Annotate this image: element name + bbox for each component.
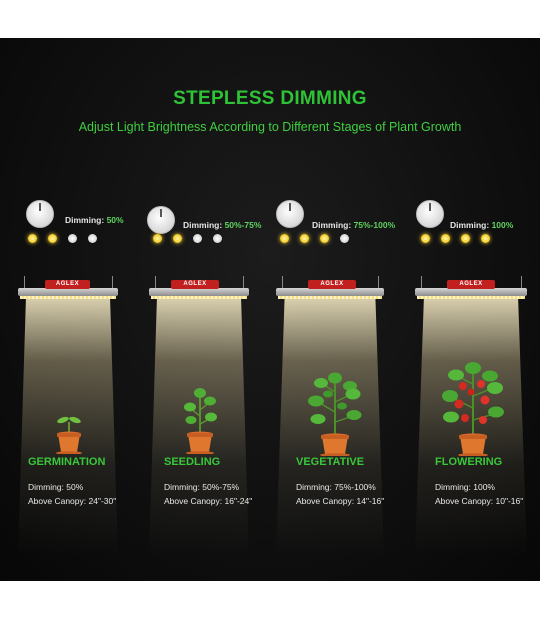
light-beam — [18, 296, 118, 556]
canopy-height-text: Above Canopy: 16"-24" — [164, 496, 253, 506]
led-on-icon — [280, 234, 289, 243]
dimming-range-text: Dimming: 50% — [28, 482, 84, 492]
brightness-dots — [280, 234, 349, 243]
stage-seedling: Dimming: 50%-75% AGLEX SEEDLING — [135, 198, 270, 558]
vegetative-plant-icon — [308, 372, 362, 456]
led-on-icon — [421, 234, 430, 243]
led-on-icon — [481, 234, 490, 243]
dimming-indicator: Dimming: 75%-100% — [312, 220, 395, 230]
dimming-range-text: Dimming: 50%-75% — [164, 482, 240, 492]
brightness-dots — [421, 234, 490, 243]
grow-light-fixture — [276, 288, 384, 299]
dimming-range-text: Dimming: 75%-100% — [296, 482, 376, 492]
seedling-plant-icon — [184, 388, 217, 454]
led-on-icon — [28, 234, 37, 243]
light-beam — [415, 296, 527, 556]
stage-germination: Dimming: 50% AGLEX GERMINATION Dimming: … — [0, 198, 135, 558]
page-subtitle: Adjust Light Brightness According to Dif… — [78, 120, 462, 134]
led-off-icon — [68, 234, 77, 243]
dimming-indicator: Dimming: 50%-75% — [183, 220, 261, 230]
dimming-indicator-label: Dimming: — [450, 220, 490, 230]
grow-light-fixture — [18, 288, 118, 299]
hanging-cord — [282, 276, 283, 290]
dimmer-knob-icon — [26, 200, 54, 228]
led-on-icon — [48, 234, 57, 243]
hanging-cord — [24, 276, 25, 290]
dimming-indicator-value: 100% — [491, 220, 514, 230]
hanging-cord — [112, 276, 113, 290]
hanging-cord — [421, 276, 422, 290]
dimmer-knob-icon — [416, 200, 444, 228]
led-on-icon — [441, 234, 450, 243]
stage-vegetative: Dimming: 75%-100% AGLEX — [270, 198, 405, 558]
hanging-cord — [378, 276, 379, 290]
led-on-icon — [153, 234, 162, 243]
brand-logo: AGLEX — [45, 280, 90, 289]
light-beam — [276, 296, 384, 556]
led-off-icon — [340, 234, 349, 243]
page-title: STEPLESS DIMMING — [173, 88, 367, 109]
sprout-plant-icon — [56, 416, 82, 454]
hanging-cord — [243, 276, 244, 290]
stage-name: FLOWERING — [435, 456, 503, 468]
dimming-range-text: Dimming: 100% — [435, 482, 495, 492]
stage-flowering: Dimming: 100% AGLEX — [405, 198, 540, 558]
hanging-cord — [521, 276, 522, 290]
led-off-icon — [88, 234, 97, 243]
dimming-indicator: Dimming: 100% — [450, 220, 513, 230]
grow-light-fixture — [415, 288, 527, 299]
led-on-icon — [300, 234, 309, 243]
dimming-indicator-label: Dimming: — [183, 220, 223, 230]
hanging-cord — [155, 276, 156, 290]
stage-name: SEEDLING — [164, 456, 221, 468]
brightness-dots — [153, 234, 222, 243]
dimmer-knob-icon — [147, 206, 175, 234]
dimming-indicator-label: Dimming: — [312, 220, 352, 230]
stage-name: GERMINATION — [28, 456, 106, 468]
brand-logo: AGLEX — [447, 280, 495, 289]
led-off-icon — [213, 234, 222, 243]
led-on-icon — [461, 234, 470, 243]
dimming-infographic: STEPLESS DIMMING Adjust Light Brightness… — [0, 38, 540, 581]
light-beam — [149, 296, 249, 556]
led-on-icon — [173, 234, 182, 243]
brand-logo: AGLEX — [308, 280, 356, 289]
dimming-indicator-value: 50% — [106, 215, 124, 225]
dimming-indicator: Dimming: 50% — [65, 215, 124, 225]
canopy-height-text: Above Canopy: 24"-30" — [28, 496, 117, 506]
brightness-dots — [28, 234, 97, 243]
canopy-height-text: Above Canopy: 14"-16" — [296, 496, 385, 506]
led-off-icon — [193, 234, 202, 243]
brand-logo: AGLEX — [171, 280, 219, 289]
dimming-indicator-value: 75%-100% — [353, 220, 396, 230]
dimming-indicator-value: 50%-75% — [224, 220, 262, 230]
grow-light-fixture — [149, 288, 249, 299]
flowering-plant-icon — [442, 362, 504, 456]
dimmer-knob-icon — [276, 200, 304, 228]
dimming-indicator-label: Dimming: — [65, 215, 105, 225]
canopy-height-text: Above Canopy: 10"-16" — [435, 496, 524, 506]
stage-name: VEGETATIVE — [296, 456, 365, 468]
led-on-icon — [320, 234, 329, 243]
